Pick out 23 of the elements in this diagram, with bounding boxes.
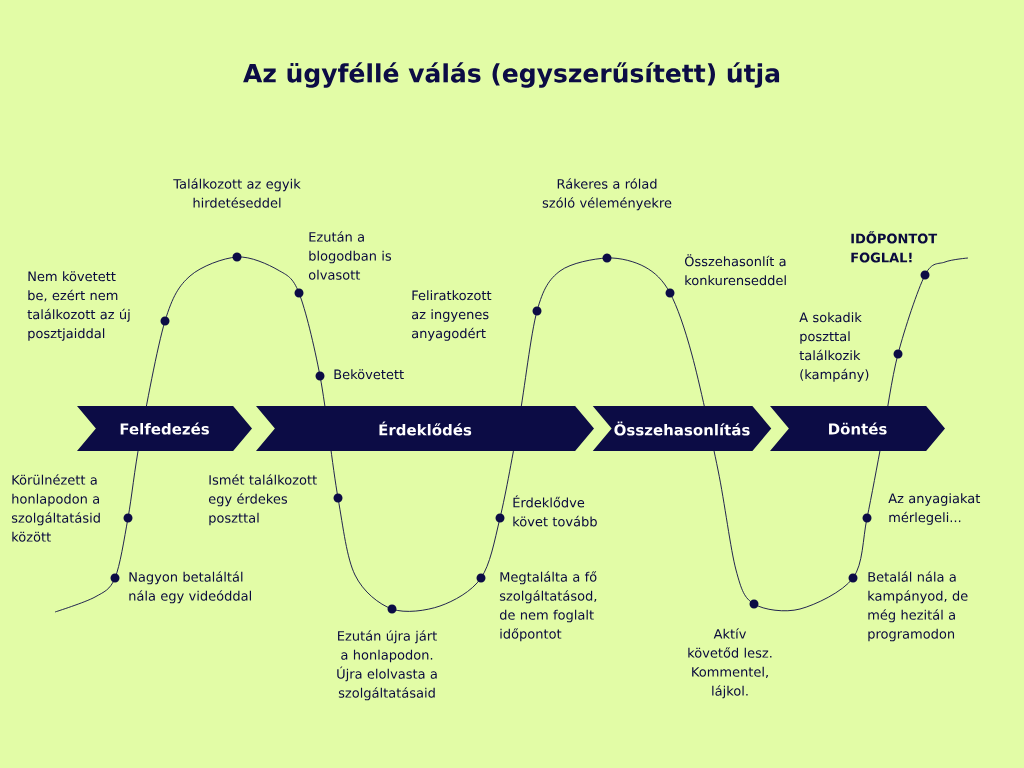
annotation: Aktív követőd lesz. Kommentel, lájkol. <box>688 628 772 699</box>
annotation: A sokadik poszttal találkozik (kampány) <box>799 312 869 382</box>
annotation: IDŐPONTOT FOGLAL! <box>851 231 938 263</box>
annotation: Ezután a blogodban is olvasott <box>308 231 392 280</box>
annotation: Betalál nála a kampányod, de még hezitál a programodon <box>868 571 968 642</box>
title: Az ügyféllé válás (egyszerűsített) útja <box>243 62 780 88</box>
annotation: Feliratkozott az ingyenes anyagodért <box>412 290 492 341</box>
annotation: Körülnézett a honlapodon a szolgáltatásid között <box>11 474 100 542</box>
annotation: Ismét találkozott egy érdekes poszttal <box>208 474 317 526</box>
stage-banner: Döntés <box>770 406 945 451</box>
stage-banner: Érdeklődés <box>256 406 594 451</box>
stage-banner: Összehasonlítás <box>592 406 772 451</box>
annotation: Ezután újra járt a honlapodon. Újra elolvasta a szolgáltatásaid <box>337 630 437 701</box>
annotation: Összehasonlít a konkurenseddel <box>684 254 786 286</box>
annotation: Nagyon betaláltál nála egy videóddal <box>129 571 251 604</box>
annotation: Nem követett be, ezért nem találkozott az új posztjaiddal <box>27 271 130 341</box>
annotation: Rákeres a rólad szóló véleményekre <box>542 178 672 211</box>
stage-banner: Felfedezés <box>77 406 252 451</box>
annotation: Érdeklődve követ tovább <box>513 495 597 527</box>
annotation: Megtalálta a fő szolgáltatásod, de nem foglalt időpontot <box>499 571 597 642</box>
annotation: Találkozott az egyik hirdetéseddel <box>173 178 301 208</box>
annotation: Az anyagiakat mérlegeli... <box>888 493 981 525</box>
annotation: Bekövetett <box>334 369 404 380</box>
